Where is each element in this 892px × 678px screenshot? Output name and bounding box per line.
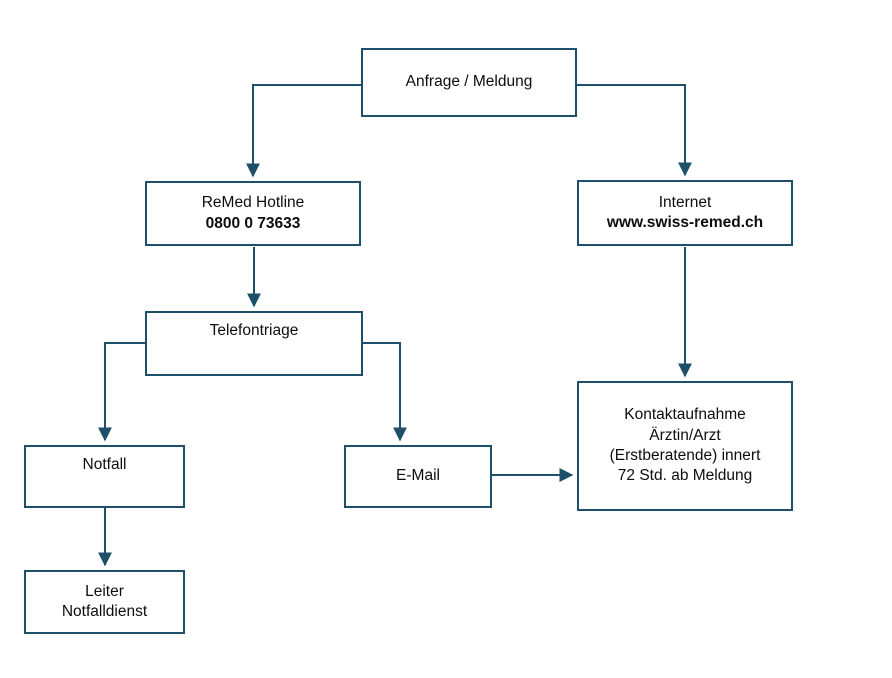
node-kontakt-line-1: Kontaktaufnahme	[624, 406, 746, 424]
node-kontakt-line-2: Ärztin/Arzt	[649, 426, 721, 444]
node-leiter-notfalldienst[interactable]: Leiter Notfalldienst	[24, 570, 185, 634]
node-telefontriage[interactable]: Telefontriage	[145, 311, 363, 376]
node-kontakt-line-4: 72 Std. ab Meldung	[617, 467, 753, 485]
node-anfrage-line-1: Anfrage / Meldung	[405, 73, 533, 91]
edge-telefontriage-to-email	[363, 342, 407, 442]
edge-anfrage-to-remed	[246, 84, 361, 178]
node-remed-line-1: ReMed Hotline	[201, 194, 305, 212]
edge-anfrage-to-internet	[577, 84, 692, 177]
node-email-line-1: E-Mail	[396, 467, 440, 485]
node-notfall-line-1: Notfall	[82, 456, 127, 473]
node-leiter-line-2: Notfalldienst	[61, 603, 148, 620]
edge-telefontriage-to-notfall	[98, 342, 145, 442]
node-remed-hotline[interactable]: ReMed Hotline 0800 0 73633	[145, 181, 361, 246]
node-internet-line-1: Internet	[658, 193, 712, 211]
node-email[interactable]: E-Mail	[344, 445, 492, 508]
node-internet-url: www.swiss-remed.ch	[606, 214, 764, 231]
node-kontakt-line-3: (Erstberatende) innert	[609, 447, 761, 464]
node-kontaktaufnahme[interactable]: Kontaktaufnahme Ärztin/Arzt (Erstberaten…	[577, 381, 793, 511]
node-internet[interactable]: Internet www.swiss-remed.ch	[577, 180, 793, 246]
node-telefontriage-line-1: Telefontriage	[209, 322, 299, 339]
node-anfrage-meldung[interactable]: Anfrage / Meldung	[361, 48, 577, 117]
node-notfall[interactable]: Notfall	[24, 445, 185, 508]
node-leiter-line-1: Leiter	[85, 582, 124, 600]
node-remed-phone-number: 0800 0 73633	[205, 214, 301, 232]
